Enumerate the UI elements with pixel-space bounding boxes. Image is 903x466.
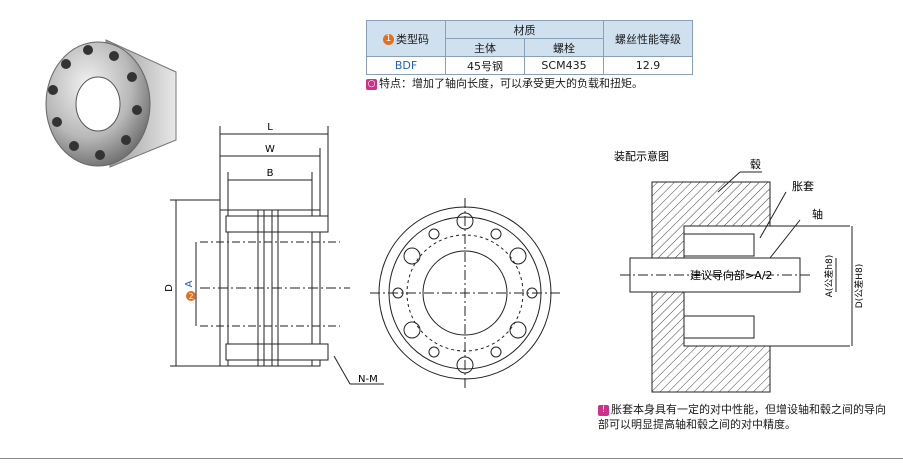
dim-NM-label: N-M bbox=[358, 374, 378, 385]
assembly-title: 装配示意图 bbox=[614, 149, 669, 163]
guide-text: 建议导向部>A/2 bbox=[690, 268, 772, 282]
bottom-note: !胀套本身具有一定的对中性能，但增设轴和毂之间的导向部可以明显提高轴和毂之间的对… bbox=[598, 403, 886, 431]
bottom-divider bbox=[0, 458, 903, 459]
bolt-grade-value: 12.9 bbox=[603, 56, 693, 75]
assembly-diagram: 装配示意图 毂 胀套 轴 建议导向部>A/2 A(公差h8) D(公差H8) bbox=[614, 149, 865, 393]
feature-note: ○特点：增加了轴向长度，可以承受更大的负载和扭矩。 bbox=[366, 77, 643, 90]
body-material-value: 45号钢 bbox=[445, 56, 525, 75]
badge-1-icon: 1 bbox=[383, 34, 394, 45]
material-header: 材质 bbox=[445, 20, 604, 39]
sleeve-label: 胀套 bbox=[792, 180, 814, 193]
dim-D-tol-label: D(公差H8) bbox=[853, 264, 865, 308]
hub-label: 毂 bbox=[750, 158, 761, 171]
product-photo bbox=[45, 39, 177, 168]
dim-D-label: D bbox=[164, 284, 175, 292]
side-view-drawing: L W B D 2 A N-M bbox=[164, 122, 384, 385]
front-view-drawing bbox=[370, 198, 560, 388]
badge-note-icon: ! bbox=[598, 404, 609, 416]
dim-L-label: L bbox=[267, 122, 273, 133]
svg-text:2: 2 bbox=[188, 292, 193, 301]
bolt-header: 螺栓 bbox=[524, 38, 604, 57]
body-header: 主体 bbox=[445, 38, 525, 57]
badge-2-icon bbox=[186, 291, 196, 301]
dim-W-label: W bbox=[265, 144, 275, 155]
type-code-value: BDF bbox=[366, 56, 446, 75]
bolt-grade-header: 螺丝性能等级 bbox=[603, 20, 693, 57]
badge-feature-icon: ○ bbox=[366, 78, 377, 90]
dim-B-label: B bbox=[267, 168, 274, 179]
bolt-material-value: SCM435 bbox=[524, 56, 604, 75]
dim-A-tol-label: A(公差h8) bbox=[823, 255, 835, 298]
dim-A-label: A bbox=[184, 280, 195, 287]
shaft-label: 轴 bbox=[812, 207, 823, 221]
